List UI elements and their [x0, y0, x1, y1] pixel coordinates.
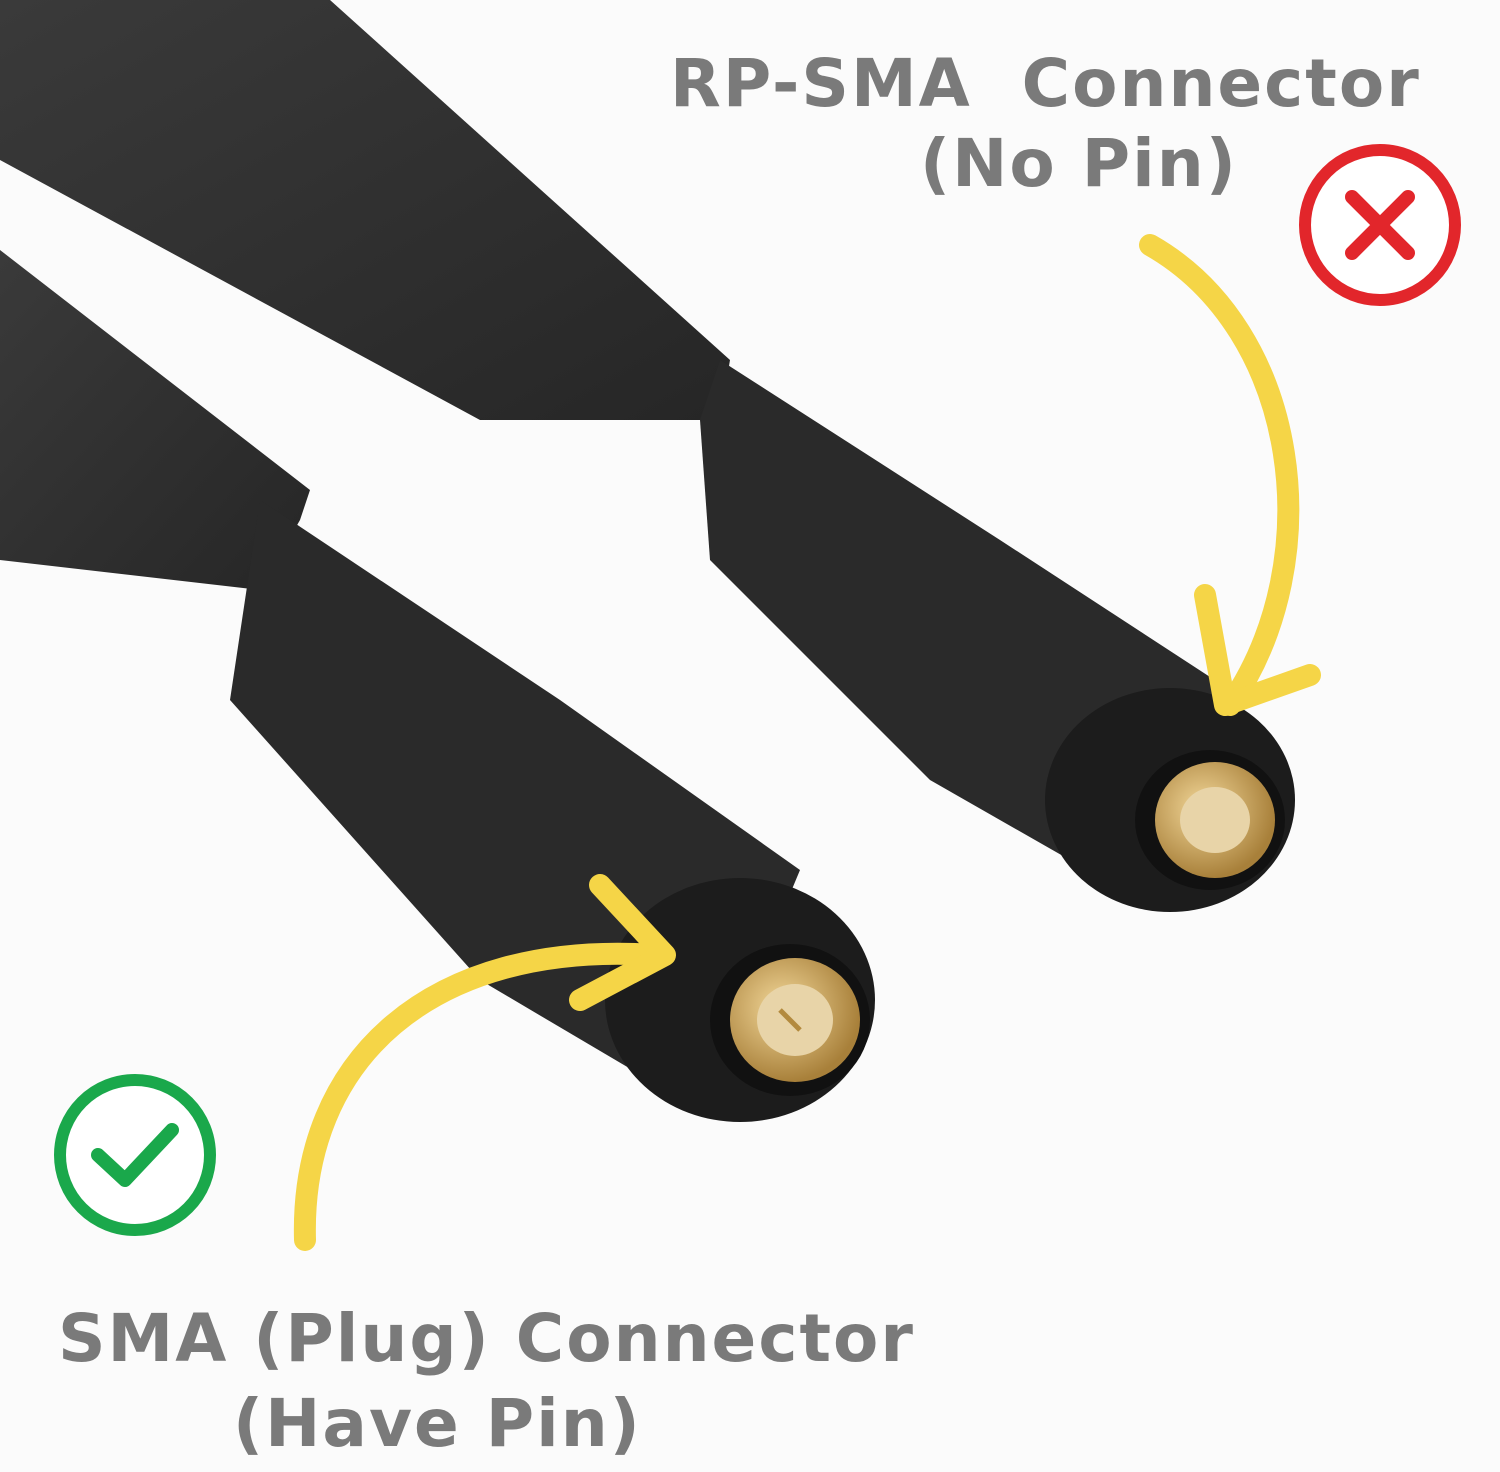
x-circle-icon — [1299, 144, 1461, 306]
sma-subtitle: (Have Pin) — [233, 1385, 642, 1462]
rp-sma-title: RP-SMA Connector — [670, 45, 1421, 122]
sma-title: SMA (Plug) Connector — [58, 1300, 915, 1377]
center-pin — [778, 1008, 802, 1032]
arrow-to-sma — [293, 942, 666, 1251]
rp-sma-subtitle: (No Pin) — [920, 125, 1238, 202]
arrow-to-rp-sma — [1139, 234, 1300, 716]
arrow-head-sma — [569, 874, 676, 1011]
arrow-head-rp-sma — [1194, 584, 1321, 716]
rp-sma-antenna — [0, 0, 1295, 912]
check-circle-icon — [54, 1074, 216, 1236]
